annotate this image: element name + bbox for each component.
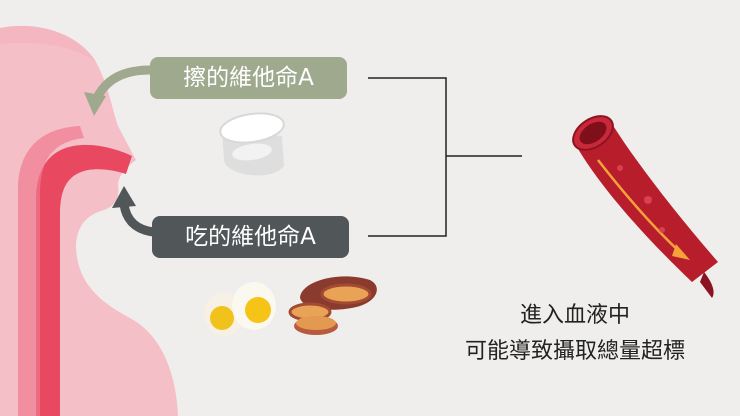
connector-bracket	[368, 77, 522, 237]
topical-vitamin-a-label: 擦的維他命A	[150, 57, 347, 99]
sweet-potato-icon	[288, 276, 377, 335]
oral-arrow-icon	[112, 186, 159, 237]
caption: 進入血液中 可能導致攝取總量超標	[420, 298, 730, 370]
blood-vessel-icon	[572, 115, 718, 298]
oral-vitamin-a-label: 吃的維他命A	[152, 216, 349, 258]
caption-line-2: 可能導致攝取總量超標	[464, 339, 685, 364]
vitamin-pill-icon	[219, 112, 285, 176]
digestive-tract-icon	[18, 126, 132, 416]
topical-arrow-icon	[84, 65, 155, 116]
caption-line-1: 進入血液中	[519, 303, 630, 328]
boiled-egg-icon	[204, 282, 276, 336]
